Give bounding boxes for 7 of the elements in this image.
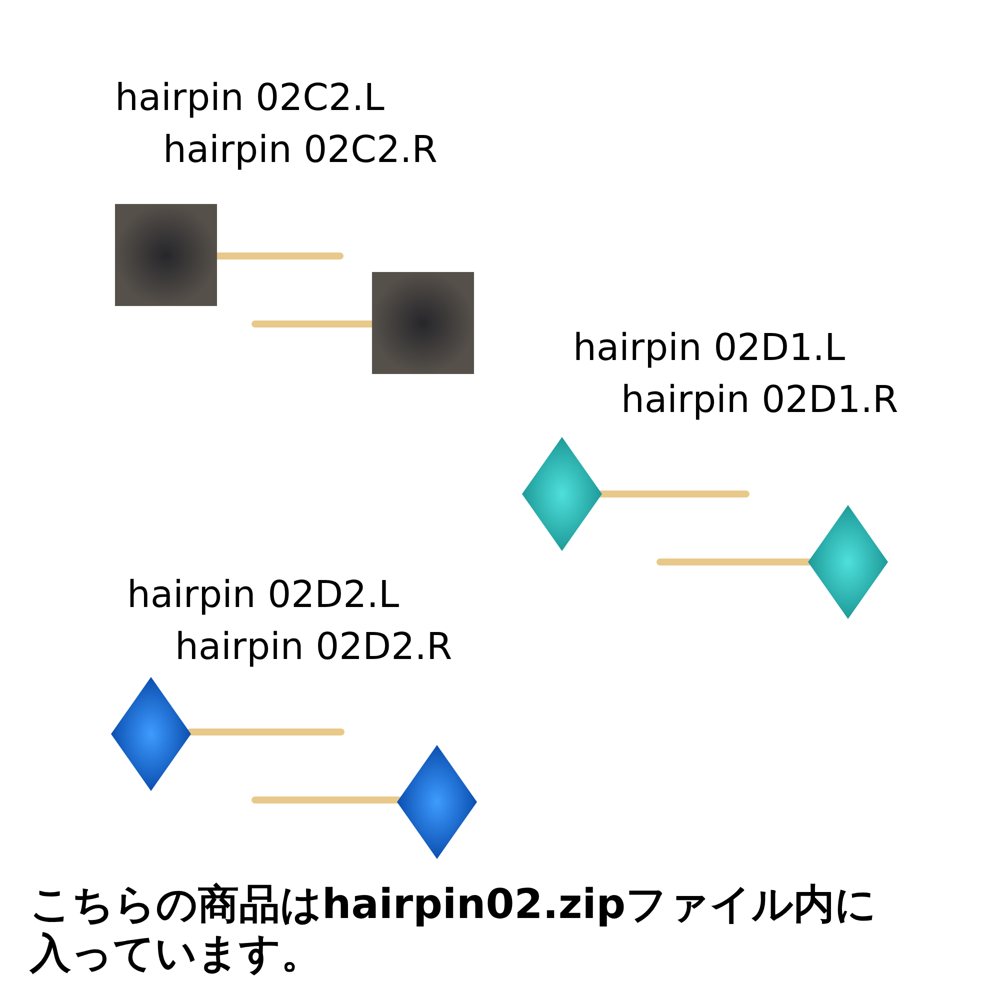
part-label: hairpin 02D1.R xyxy=(621,380,898,421)
part-label: hairpin 02C2.L xyxy=(115,78,384,119)
part-label: hairpin 02C2.R xyxy=(163,130,438,171)
part-label: hairpin 02D2.L xyxy=(127,575,400,616)
part-label: hairpin 02D1.L xyxy=(573,328,846,369)
part-label: hairpin 02D2.R xyxy=(175,627,452,668)
caption: こちらの商品はhairpin02.zipファイル内に入っています。 xyxy=(30,880,878,978)
